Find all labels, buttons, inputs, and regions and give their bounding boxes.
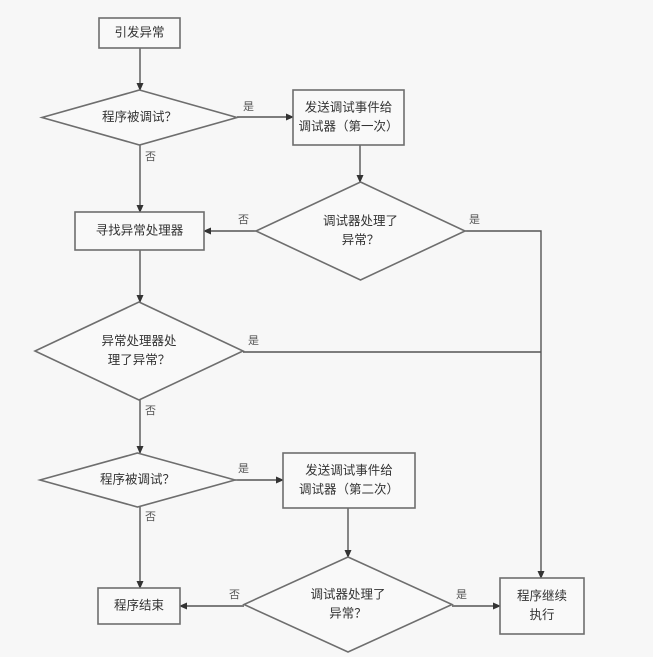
edge-label-no: 否 [145, 150, 156, 163]
node-label: 程序继续 [517, 588, 567, 603]
edge-label-no: 否 [238, 213, 249, 226]
node-label: 寻找异常处理器 [96, 223, 184, 238]
decision-diamond [39, 89, 240, 146]
decision-diamond [33, 301, 245, 401]
process-box [98, 17, 181, 49]
node-label: 程序被调试？ [100, 472, 175, 487]
edge-label-no: 否 [145, 510, 156, 523]
node-label: 理了异常？ [108, 352, 171, 367]
edge-label-yes: 是 [456, 588, 467, 601]
node-find: 寻找异常处理器 [74, 211, 205, 251]
node-label: 异常？ [342, 232, 380, 247]
process-box [97, 587, 181, 625]
decision-diamond [242, 556, 454, 653]
node-label: 调试器处理了 [323, 213, 398, 228]
node-label: 执行 [529, 607, 554, 622]
node-label: 程序被调试？ [102, 109, 177, 124]
node-label: 引发异常 [114, 25, 164, 40]
node-label: 调试器（第一次） [298, 119, 398, 134]
decision-diamond [37, 452, 238, 508]
edge-label-yes: 是 [469, 213, 480, 226]
process-box [499, 577, 585, 635]
node-debugged1: 程序被调试？ [39, 89, 240, 146]
node-debugged2: 程序被调试？ [37, 452, 238, 508]
decision-diamond [254, 181, 467, 281]
process-box [292, 89, 405, 146]
node-label: 调试器（第二次） [299, 482, 399, 497]
node-label: 异常处理器处 [101, 333, 177, 348]
process-box [74, 211, 205, 251]
node-label: 发送调试事件给 [305, 100, 393, 115]
node-label: 发送调试事件给 [305, 463, 393, 478]
node-end: 程序结束 [97, 587, 181, 625]
edge-label-yes: 是 [243, 100, 254, 113]
edge-label-yes: 是 [238, 462, 249, 475]
edge-label-yes: 是 [248, 334, 259, 347]
edge-label-no: 否 [145, 404, 156, 417]
edge-handled1-to-continue [465, 230, 545, 579]
node-label: 调试器处理了 [310, 587, 385, 602]
process-box [282, 452, 416, 509]
edge-label-no: 否 [229, 588, 240, 601]
node-label: 程序结束 [114, 598, 165, 613]
node-raise: 引发异常 [98, 17, 181, 49]
node-label: 异常？ [329, 606, 367, 621]
